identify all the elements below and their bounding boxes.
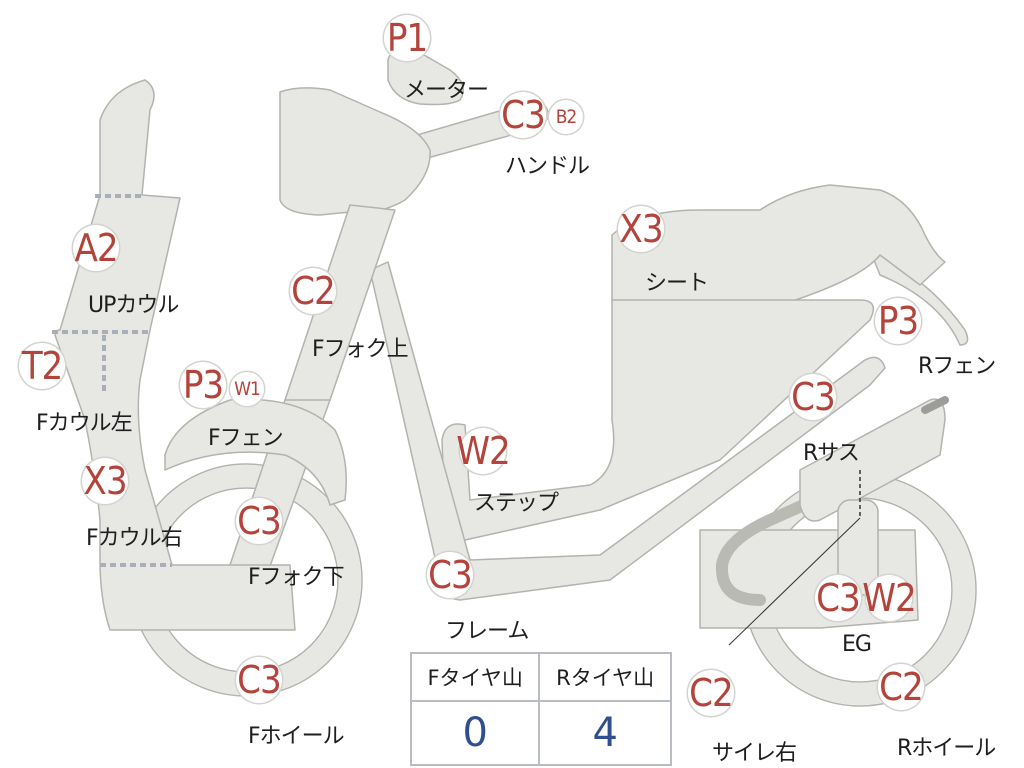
silencer-leader-line <box>728 517 861 646</box>
silencer-pipe-shape <box>715 494 821 606</box>
tire-tread-table: Fタイヤ山 Rタイヤ山 0 4 <box>409 652 672 766</box>
r-suspension-label: Rサス <box>803 441 860 466</box>
handle-sub-grade: B2 <box>549 100 583 134</box>
handle-grade: C3 <box>500 92 546 138</box>
f-fork-upper-label: Fフォク上 <box>312 337 409 362</box>
f-fork-lower-label: Fフォク下 <box>248 565 345 590</box>
rear-shock-rod <box>921 396 949 414</box>
rear-tread-header: Rタイヤ山 <box>538 652 672 702</box>
rear-shock-shape <box>799 398 946 522</box>
handle-label: ハンドル <box>505 154 590 179</box>
f-fender-sub-grade: W1 <box>230 372 264 406</box>
up-cowl-grade: A2 <box>73 225 119 271</box>
r-suspension-grade: C3 <box>790 374 836 420</box>
seat-grade: X3 <box>618 206 664 252</box>
tread-header-row: Fタイヤ山 Rタイヤ山 <box>409 652 672 702</box>
silencer-right-label: サイレ右 <box>712 741 797 766</box>
engine-label: EG <box>842 632 872 657</box>
r-wheel-label: Rホイール <box>897 736 996 761</box>
seat-label: シート <box>645 271 709 296</box>
meter-label: メーター <box>404 78 489 103</box>
f-wheel-grade: C3 <box>236 657 282 703</box>
r-fender-label: Rフェン <box>918 354 996 379</box>
f-fork-lower-grade: C3 <box>236 498 282 544</box>
f-cowl-left-label: Fカウル左 <box>36 411 133 436</box>
silencer-right-grade: C2 <box>688 670 734 716</box>
front-tread-value: 0 <box>409 700 541 766</box>
step-label: ステップ <box>474 491 559 516</box>
f-fender-grade: P3 <box>180 362 226 408</box>
f-cowl-right-grade: X3 <box>82 458 128 504</box>
frame-grade: C3 <box>427 552 473 598</box>
engine-grade: C3 <box>815 575 861 621</box>
f-cowl-right-label: Fカウル右 <box>86 526 183 551</box>
f-fork-upper-grade: C2 <box>290 268 336 314</box>
rear-tread-value: 4 <box>538 700 672 766</box>
seat-body-shape <box>611 184 946 306</box>
head-cover-shape <box>279 87 431 216</box>
f-wheel-label: Fホイール <box>248 724 345 749</box>
r-fender-grade: P3 <box>875 298 921 344</box>
front-fender-shape <box>164 398 347 506</box>
up-cowl-label: UPカウル <box>88 293 179 318</box>
tread-value-row: 0 4 <box>409 700 672 766</box>
engine-sub-grade: W2 <box>862 575 917 621</box>
f-cowl-left-grade: T2 <box>19 343 65 389</box>
frame-label: フレーム <box>445 619 529 644</box>
step-grade: W2 <box>456 428 511 474</box>
meter-grade: P1 <box>384 15 430 61</box>
r-wheel-grade: C2 <box>878 664 924 710</box>
front-tread-header: Fタイヤ山 <box>409 652 541 702</box>
f-fender-label: Fフェン <box>208 426 284 451</box>
